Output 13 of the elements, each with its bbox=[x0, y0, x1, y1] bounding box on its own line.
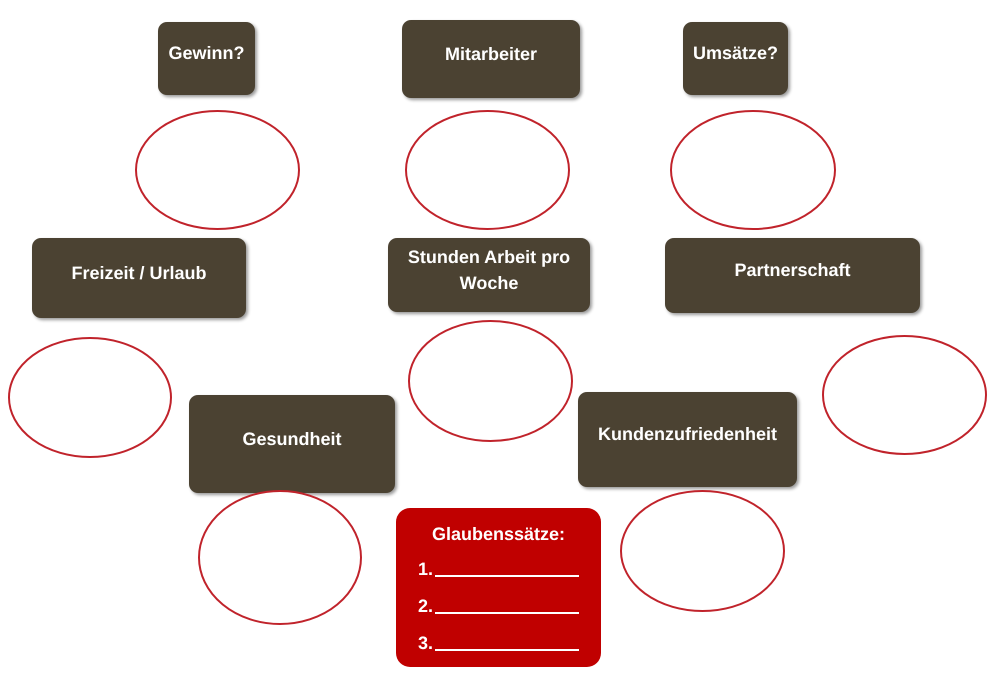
topic-box: Mitarbeiter bbox=[402, 20, 580, 98]
topic-box: Partnerschaft bbox=[665, 238, 920, 313]
beliefs-card bbox=[396, 508, 601, 667]
topic-box: Umsätze? bbox=[683, 22, 788, 95]
card-heading: Glaubenssätze: bbox=[430, 524, 566, 545]
list-number: 3. bbox=[418, 633, 434, 654]
topic-box: Gesundheit bbox=[189, 395, 395, 493]
topic-box: Kundenzufriedenheit bbox=[578, 392, 797, 487]
list-number: 1. bbox=[418, 559, 434, 580]
topic-box: Stunden Arbeit pro Woche bbox=[388, 238, 590, 312]
list-number: 2. bbox=[418, 596, 434, 617]
topic-box: Gewinn? bbox=[158, 22, 255, 95]
topic-box: Freizeit / Urlaub bbox=[32, 238, 246, 318]
